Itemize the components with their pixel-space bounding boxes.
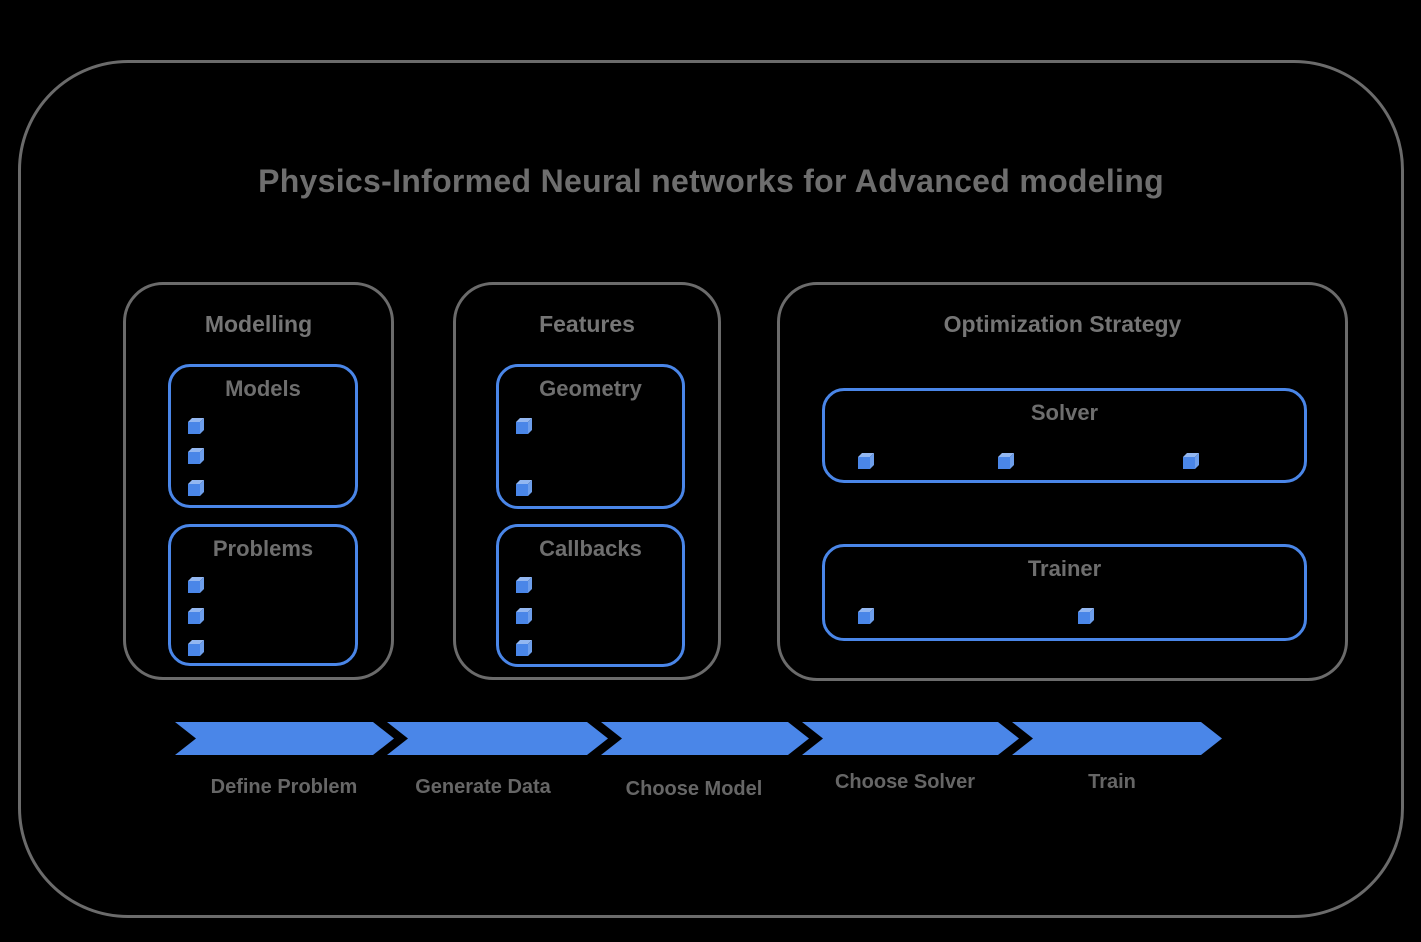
cube-icon: [187, 479, 205, 497]
cube-icon: [187, 576, 205, 594]
cube-icon: [515, 607, 533, 625]
cube-icon: [515, 576, 533, 594]
group-features: Features Geometry Callbacks: [453, 282, 721, 680]
box-solver: Solver: [822, 388, 1307, 483]
cube-icon: [187, 639, 205, 657]
group-optimization-strategy-title: Optimization Strategy: [943, 311, 1182, 337]
cube-icon: [187, 417, 205, 435]
cube-icon: [1077, 607, 1095, 625]
box-trainer-title: Trainer: [1027, 556, 1102, 581]
outer-container: Physics-Informed Neural networks for Adv…: [18, 60, 1404, 918]
cube-icon: [515, 417, 533, 435]
cube-icon: [187, 447, 205, 465]
box-callbacks: Callbacks: [496, 524, 685, 667]
box-solver-title: Solver: [1030, 400, 1099, 425]
cube-icon: [857, 452, 875, 470]
box-models-title: Models: [225, 376, 301, 401]
cube-icon: [857, 607, 875, 625]
diagram-title: Physics-Informed Neural networks for Adv…: [258, 163, 1164, 199]
box-callbacks-title: Callbacks: [539, 536, 642, 561]
group-modelling: Modelling Models Problems: [123, 282, 394, 680]
box-trainer: Trainer: [822, 544, 1307, 641]
group-features-title: Features: [539, 311, 635, 337]
box-geometry-title: Geometry: [539, 376, 642, 401]
box-models: Models: [168, 364, 358, 508]
cube-icon: [187, 607, 205, 625]
group-optimization-strategy: Optimization Strategy Solver Trainer: [777, 282, 1348, 681]
group-modelling-title: Modelling: [204, 311, 313, 337]
cube-icon: [997, 452, 1015, 470]
box-problems: Problems: [168, 524, 358, 666]
cube-icon: [515, 479, 533, 497]
cube-icon: [1182, 452, 1200, 470]
box-geometry: Geometry: [496, 364, 685, 509]
cube-icon: [515, 639, 533, 657]
box-problems-title: Problems: [212, 536, 314, 561]
